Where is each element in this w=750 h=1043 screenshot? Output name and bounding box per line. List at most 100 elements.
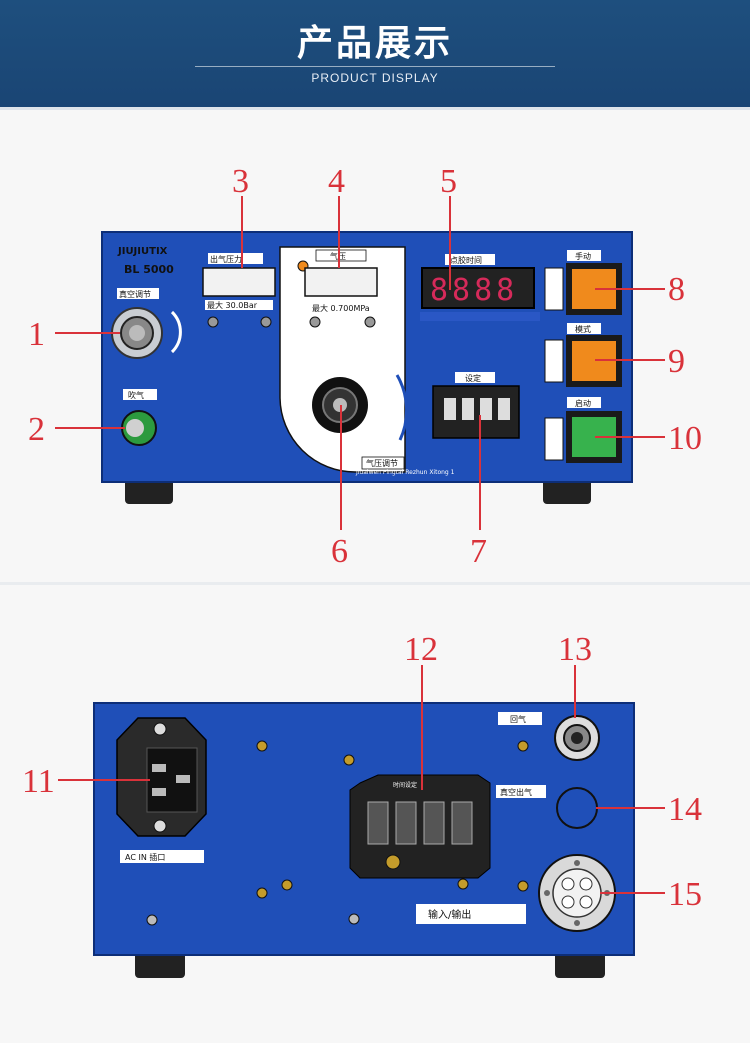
set-digit-1[interactable] [444,398,456,420]
vacuum-knob-cap [129,325,145,341]
callout-5: 5 [440,163,457,200]
blow-label-box [123,389,157,400]
back-foot-left [135,950,185,978]
output-screw-left [207,316,219,328]
brand-text: JIUJIUTIX [117,246,168,257]
ac-label: AC IN 插口 [125,852,165,862]
ac-label-box [120,850,204,863]
set-digit-2[interactable] [462,398,474,420]
ac-pin-1 [152,764,166,772]
return-label: 回气 [510,714,526,724]
pressure-screw-right [364,316,376,328]
output-pressure-label: 出气压力 [210,254,242,264]
regulator-arc-icon [395,374,409,441]
io-switch-3[interactable] [423,801,445,845]
vacuum-arc-icon [170,310,182,354]
callout-14: 14 [668,791,702,828]
output-screw-right [260,316,272,328]
vacuum-out-label-box [496,785,546,798]
front-footer-text: Jiuaiwen Pingtai Rezhun Xitong 1 [355,469,455,476]
back-screw-6 [457,878,469,890]
callout-3: 3 [232,163,249,200]
return-port-core [571,732,583,744]
manual-label-box [567,250,601,261]
manual-switch[interactable] [544,267,564,311]
time-display-digits: 8888 [430,273,518,308]
pressure-screw-left [309,316,321,328]
callout-15: 15 [668,876,702,913]
start-label: 启动 [575,398,591,408]
io-block-label: 时间设定 [393,781,417,789]
model-text: BL 5000 [124,263,174,276]
mode-switch[interactable] [544,339,564,383]
callout-8: 8 [668,271,685,308]
ac-screw-top [153,722,167,736]
callout-4: 4 [328,163,345,200]
mode-label: 模式 [575,324,591,334]
set-digit-3[interactable] [480,398,492,420]
io-block [349,774,491,879]
io-flange-hole-bottom [574,920,580,926]
callout-1: 1 [28,316,45,353]
pressure-display [304,267,378,297]
callout-10: 10 [668,420,702,457]
front-foot-left [125,478,173,504]
header-divider [195,66,555,67]
vacuum-out-port[interactable] [556,787,598,829]
regulator-plate [279,246,406,473]
io-switch-2[interactable] [395,801,417,845]
front-foot-right [543,478,591,504]
page-header: 产品展示 PRODUCT DISPLAY [0,0,750,107]
callout-12: 12 [404,631,438,668]
back-screw-2 [343,754,355,766]
blow-port-core [126,419,144,437]
header-gap [0,107,750,110]
callout-7: 7 [470,533,487,570]
output-pressure-display [202,267,276,297]
output-range-label: 最大 30.0Bar [207,300,258,310]
callout-11: 11 [22,763,55,800]
io-flange-hole-left [544,890,550,896]
callout-2: 2 [28,411,45,448]
ac-pin-3 [152,788,166,796]
io-switch-4[interactable] [451,801,473,845]
back-screw-7 [517,880,529,892]
set-label: 设定 [465,373,481,383]
callout-13: 13 [558,631,592,668]
io-pin-2 [579,877,593,891]
io-switch-1[interactable] [367,801,389,845]
io-pin-1 [561,877,575,891]
panel-separator [0,582,750,585]
vacuum-label: 真空调节 [119,289,151,299]
set-label-box [455,372,495,383]
back-screw-1 [256,740,268,752]
time-display [421,267,535,309]
start-switch[interactable] [544,417,564,461]
manual-label: 手动 [575,251,591,261]
output-range-box [205,300,273,310]
back-screw-8 [146,914,158,926]
page-subtitle: PRODUCT DISPLAY [311,71,439,85]
io-pin-3 [561,895,575,909]
io-label-box [416,904,526,924]
start-label-box [567,397,601,408]
ac-screw-bottom [153,819,167,833]
back-screw-9 [348,913,360,925]
page-title: 产品展示 [296,23,453,64]
io-connector[interactable] [552,868,602,918]
time-label-box [445,254,495,265]
output-pressure-label-box [208,253,263,264]
mode-label-box [567,323,601,334]
set-digit-4[interactable] [498,398,510,420]
blow-label: 吹气 [128,390,144,400]
regulator-label: 气压调节 [366,458,398,468]
pressure-range-label: 最大 0.700MPa [312,303,370,313]
callout-9: 9 [668,343,685,380]
return-label-box [498,712,542,725]
pressure-label-box [315,249,367,262]
ac-pin-2 [176,775,190,783]
time-strip [420,312,540,321]
regulator-label-box [361,456,405,470]
io-flange-hole-top [574,860,580,866]
